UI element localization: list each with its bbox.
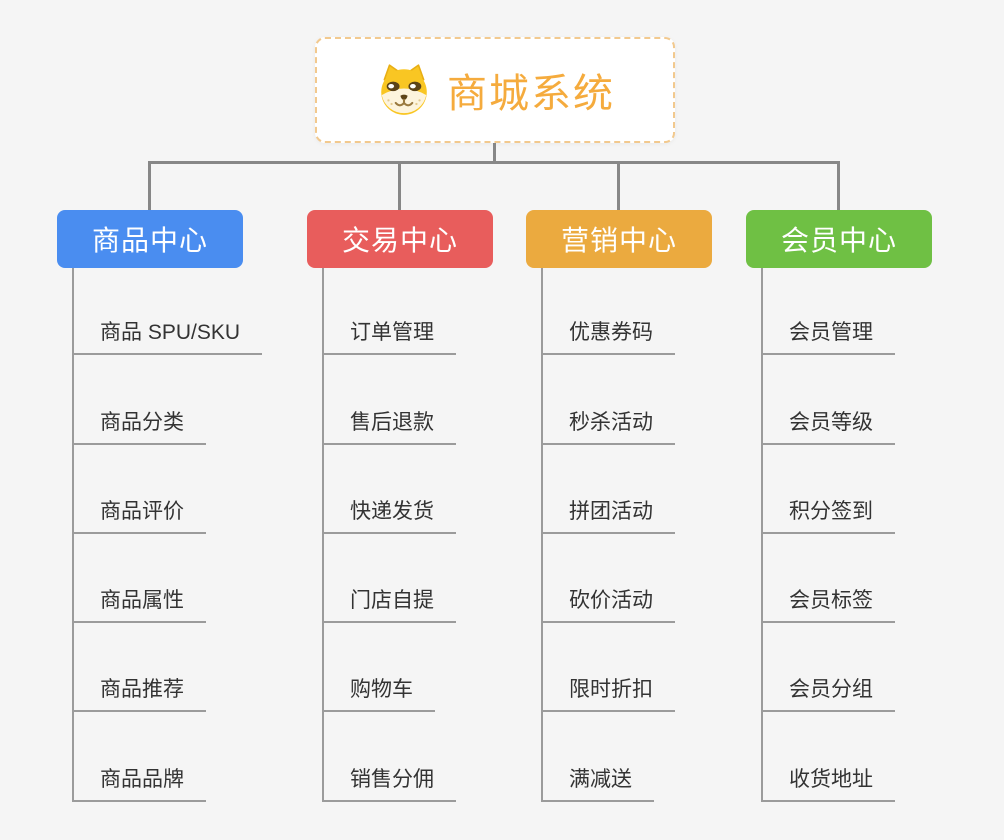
branch-child-line	[72, 268, 74, 801]
leaf-node[interactable]: 积分签到	[761, 500, 895, 534]
leaf-node[interactable]: 砍价活动	[541, 589, 675, 623]
leaf-node[interactable]: 秒杀活动	[541, 411, 675, 445]
branch-trade-center: 交易中心 订单管理 售后退款 快递发货 门店自提 购物车 销售分佣	[307, 210, 493, 810]
leaf-node[interactable]: 商品品牌	[72, 768, 206, 802]
connector-rail	[148, 161, 840, 164]
leaf-node[interactable]: 门店自提	[322, 589, 456, 623]
leaf-node[interactable]: 会员分组	[761, 678, 895, 712]
leaf-node[interactable]: 商品 SPU/SKU	[72, 321, 263, 355]
branch-child-line	[761, 268, 763, 801]
connector-drop-4	[837, 161, 840, 210]
root-connector-stub	[493, 143, 496, 164]
leaf-node[interactable]: 商品评价	[72, 500, 206, 534]
root-title: 商城系统	[447, 72, 615, 116]
branch-node-marketing-center[interactable]: 营销中心	[526, 210, 712, 268]
branch-member-center: 会员中心 会员管理 会员等级 积分签到 会员标签 会员分组 收货地址	[746, 210, 932, 810]
connector-drop-2	[398, 161, 401, 210]
leaf-node[interactable]: 会员标签	[761, 589, 895, 623]
leaf-node[interactable]: 快递发货	[322, 500, 456, 534]
leaf-node[interactable]: 订单管理	[322, 321, 456, 355]
connector-drop-3	[617, 161, 620, 210]
leaf-node[interactable]: 售后退款	[322, 411, 456, 445]
leaf-node[interactable]: 满减送	[541, 768, 654, 802]
branch-child-line	[322, 268, 324, 801]
branch-marketing-center: 营销中心 优惠券码 秒杀活动 拼团活动 砍价活动 限时折扣 满减送	[526, 210, 712, 810]
leaf-node[interactable]: 会员等级	[761, 411, 895, 445]
leaf-node[interactable]: 会员管理	[761, 321, 895, 355]
leaf-node[interactable]: 限时折扣	[541, 678, 675, 712]
leaf-node[interactable]: 购物车	[322, 678, 435, 712]
leaf-node[interactable]: 拼团活动	[541, 500, 675, 534]
branch-child-line	[541, 268, 543, 801]
branch-node-product-center[interactable]: 商品中心	[57, 210, 243, 268]
root-node-mall-system[interactable]: 商城系统	[315, 37, 675, 143]
branch-product-center: 商品中心 商品 SPU/SKU 商品分类 商品评价 商品属性 商品推荐 商品品牌	[57, 210, 263, 810]
leaf-node[interactable]: 商品属性	[72, 589, 206, 623]
branch-node-trade-center[interactable]: 交易中心	[307, 210, 493, 268]
dog-face-icon	[381, 64, 427, 115]
leaf-node[interactable]: 优惠券码	[541, 321, 675, 355]
leaf-node[interactable]: 收货地址	[761, 768, 895, 802]
branch-node-member-center[interactable]: 会员中心	[746, 210, 932, 268]
leaf-node[interactable]: 销售分佣	[322, 768, 456, 802]
connector-drop-1	[148, 161, 151, 210]
leaf-node[interactable]: 商品分类	[72, 411, 206, 445]
leaf-node[interactable]: 商品推荐	[72, 678, 206, 712]
